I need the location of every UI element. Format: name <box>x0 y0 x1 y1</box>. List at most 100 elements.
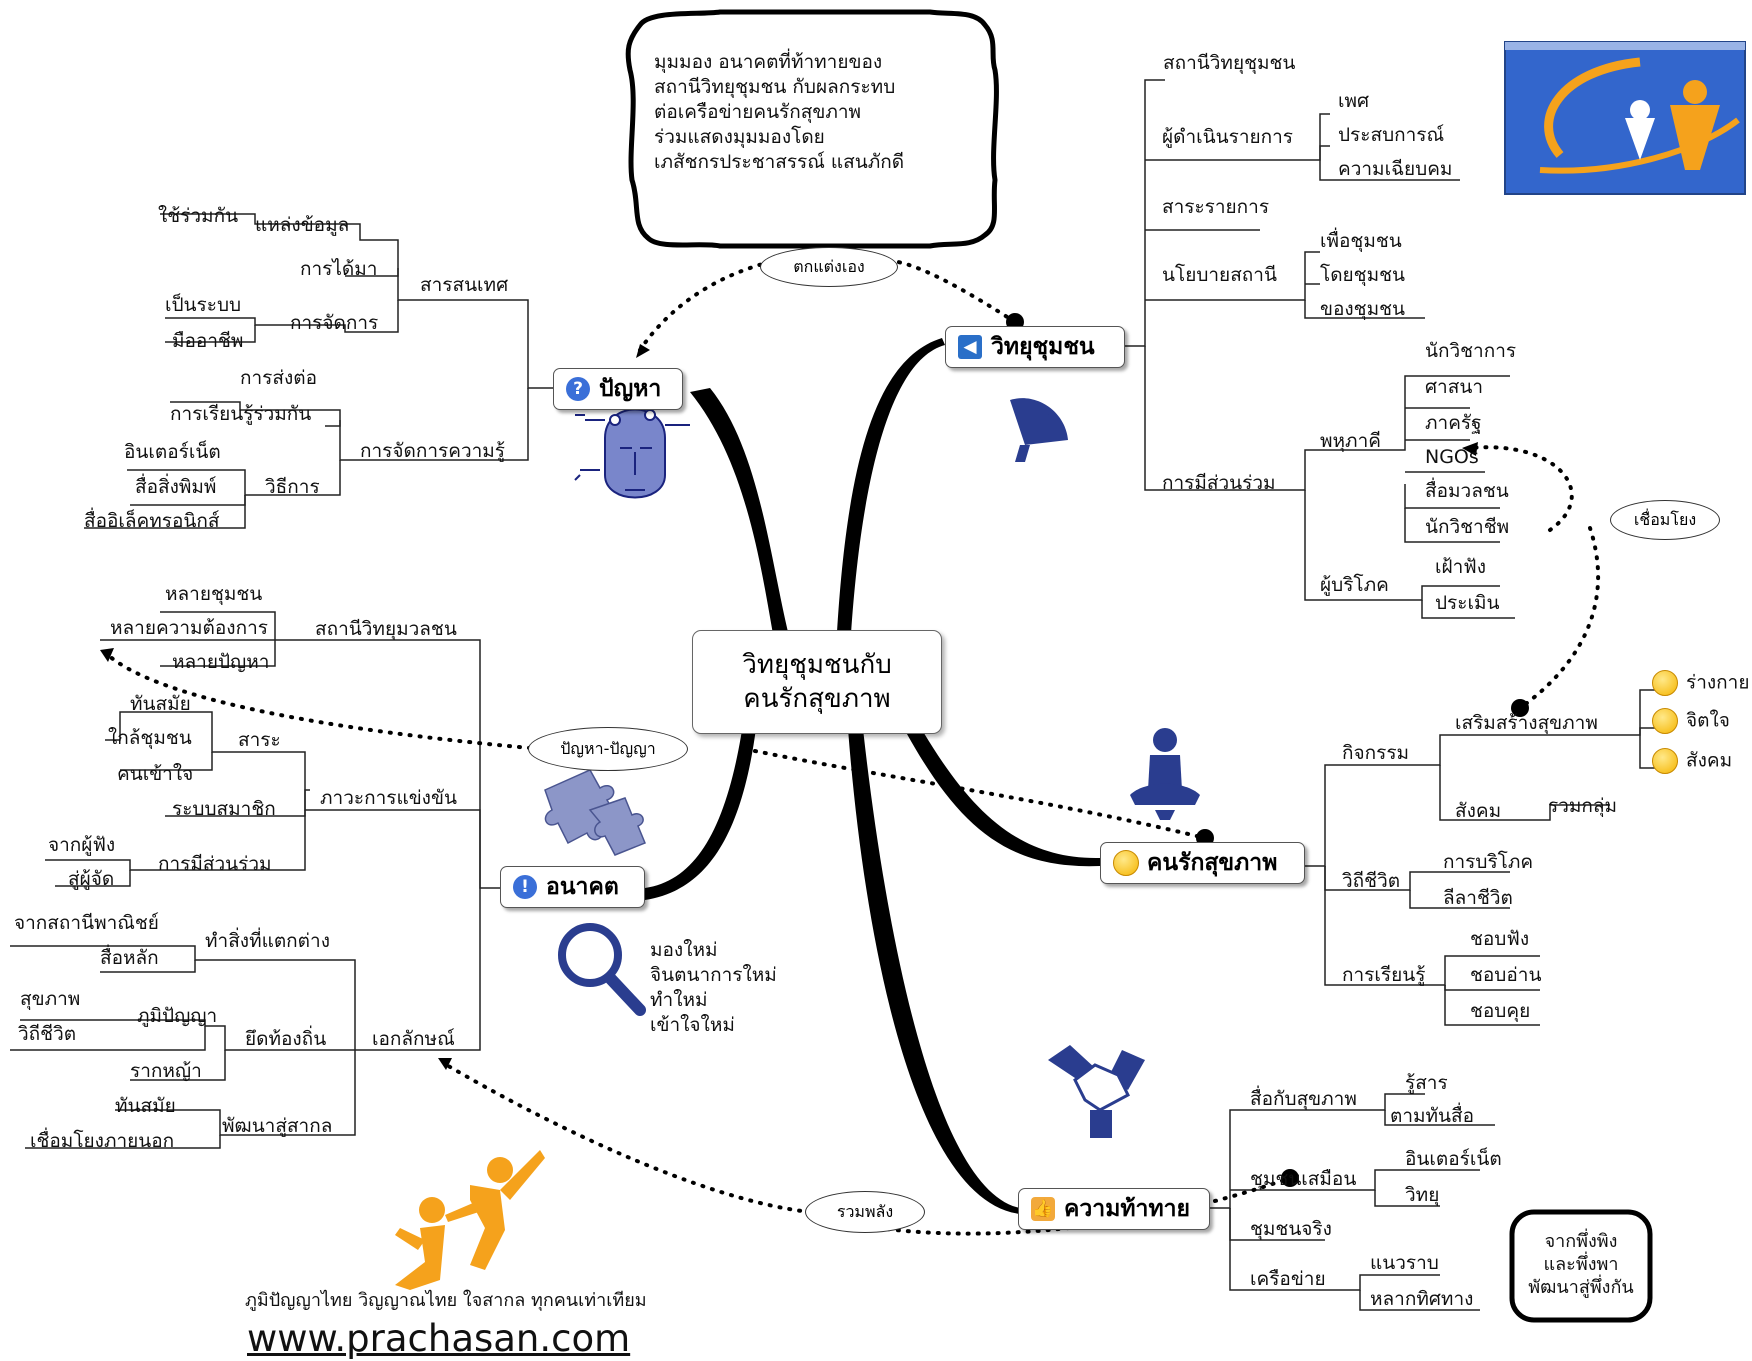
label-uptodate-2[interactable]: ทันสมัย <box>115 1095 176 1117</box>
label-like-listen[interactable]: ชอบฟัง <box>1470 928 1530 950</box>
label-group[interactable]: รวมกลุ่ม <box>1548 795 1618 817</box>
label-understand[interactable]: คนเข้าใจ <box>117 763 194 785</box>
label-professionals[interactable]: นักวิชาชีพ <box>1425 516 1510 538</box>
label-from-listener[interactable]: จากผู้ฟัง <box>48 834 116 856</box>
label-host[interactable]: ผู้ดำเนินรายการ <box>1162 126 1293 148</box>
top-note-frame <box>625 9 999 249</box>
label-consumers[interactable]: ผู้บริโภค <box>1320 574 1389 596</box>
label-religion[interactable]: ศาสนา <box>1425 376 1483 398</box>
relation-oval-4[interactable]: รวมพลัง <box>805 1191 925 1233</box>
label-substance[interactable]: สาระ <box>238 729 281 751</box>
label-ngos[interactable]: NGOs <box>1425 446 1479 468</box>
footer-url-link[interactable]: www.prachasan.com <box>247 1317 631 1360</box>
label-ch-internet[interactable]: อินเตอร์เน็ต <box>1405 1148 1502 1170</box>
label-print[interactable]: สื่อสิ่งพิมพ์ <box>135 476 217 498</box>
label-consume[interactable]: การบริโภค <box>1443 851 1534 873</box>
label-participation[interactable]: การมีส่วนร่วม <box>1162 472 1276 494</box>
label-systematic[interactable]: เป็นระบบ <box>165 294 242 316</box>
relation-oval-1[interactable]: ตกแต่งเอง <box>760 247 898 287</box>
label-mass-station[interactable]: สถานีวิทยุมวลชน <box>315 618 457 640</box>
label-mass-media[interactable]: สื่อมวลชน <box>1425 480 1509 502</box>
label-mainstream[interactable]: สื่อหลัก <box>100 947 159 969</box>
label-connect-out[interactable]: เชื่อมโยงภายนอก <box>30 1130 175 1152</box>
label-learning[interactable]: การเรียนรู้ <box>1342 964 1426 986</box>
label-partners[interactable]: พหุภาคี <box>1320 430 1381 452</box>
label-grassroots[interactable]: รากหญ้า <box>130 1060 202 1082</box>
label-membership[interactable]: ระบบสมาชิก <box>172 798 276 820</box>
label-activity[interactable]: กิจกรรม <box>1342 742 1410 764</box>
node-problem[interactable]: ? ปัญหา <box>553 368 683 410</box>
node-future[interactable]: ! อนาคต <box>500 866 645 908</box>
label-competition[interactable]: ภาวะการแข่งขัน <box>320 787 457 809</box>
label-state[interactable]: ภาครัฐ <box>1425 412 1482 434</box>
label-acquire[interactable]: การได้มา <box>300 258 378 280</box>
center-topic[interactable]: วิทยุชุมชนกับ คนรักสุขภาพ <box>692 630 942 734</box>
label-multi[interactable]: หลากทิศทาง <box>1370 1288 1474 1310</box>
label-ch-radio[interactable]: วิทยุ <box>1405 1184 1440 1206</box>
label-sex[interactable]: เพศ <box>1338 90 1370 112</box>
label-like-talk[interactable]: ชอบคุย <box>1470 1000 1531 1022</box>
label-internet[interactable]: อินเตอร์เน็ต <box>124 441 221 463</box>
label-network[interactable]: เครือข่าย <box>1250 1268 1326 1290</box>
relation-oval-2[interactable]: เชื่อมโยง <box>1610 500 1720 540</box>
label-fb-wisdom[interactable]: ภูมิปัญญา <box>137 1005 218 1027</box>
label-uptodate-1[interactable]: ทันสมัย <box>130 693 191 715</box>
label-know[interactable]: รู้สาร <box>1405 1072 1448 1094</box>
footer-slogan: ภูมิปัญญาไทย วิญญาณไทย ใจสากล ทุกคนเท่าเ… <box>245 1290 647 1311</box>
label-promote[interactable]: เสริมสร้างสุขภาพ <box>1455 712 1598 734</box>
label-sharpness[interactable]: ความเฉียบคม <box>1338 158 1453 180</box>
label-follow[interactable]: ตามทันสื่อ <box>1390 1105 1475 1127</box>
relation-oval-3[interactable]: ปัญหา-ปัญญา <box>528 727 688 771</box>
line-km <box>360 388 529 461</box>
label-horizontal[interactable]: แนวราบ <box>1370 1252 1439 1274</box>
label-from-commercial[interactable]: จากสถานีพาณิชย์ <box>14 912 159 934</box>
label-manage[interactable]: การจัดการ <box>290 312 379 334</box>
label-real[interactable]: ชุมชนจริง <box>1250 1218 1332 1240</box>
label-experience[interactable]: ประสบการณ์ <box>1338 124 1445 146</box>
label-media-health[interactable]: สื่อกับสุขภาพ <box>1250 1088 1357 1110</box>
label-policy[interactable]: นโยบายสถานี <box>1162 264 1277 286</box>
label-fb-lifestyle[interactable]: วิถีชีวิต <box>18 1023 77 1045</box>
label-colearn[interactable]: การเรียนรู้ร่วมกัน <box>170 403 312 425</box>
label-lifestyle2[interactable]: ลีลาชีวิต <box>1443 887 1513 909</box>
label-to-producer[interactable]: สู่ผู้จัด <box>68 868 115 890</box>
label-mind[interactable]: จิตใจ <box>1652 708 1730 734</box>
label-km[interactable]: การจัดการความรู้ <box>360 440 506 462</box>
label-station[interactable]: สถานีวิทยุชุมชน <box>1163 52 1296 74</box>
label-like-read[interactable]: ชอบอ่าน <box>1470 964 1542 986</box>
label-info-source[interactable]: แหล่งข้อมูล <box>255 214 350 236</box>
label-many-needs[interactable]: หลายความต้องการ <box>110 617 268 639</box>
label-evaluate[interactable]: ประเมิน <box>1435 592 1500 614</box>
node-radio[interactable]: ◀ วิทยุชุมชน <box>945 326 1125 368</box>
label-info[interactable]: สารสนเทศ <box>420 274 509 296</box>
label-society[interactable]: สังคม <box>1455 800 1502 822</box>
label-hb-lifestyle[interactable]: วิถีชีวิต <box>1342 870 1401 892</box>
label-content[interactable]: สาระรายการ <box>1162 196 1270 218</box>
label-by-comm[interactable]: โดยชุมชน <box>1320 264 1405 286</box>
megaphone-icon: ◀ <box>958 335 982 359</box>
label-global[interactable]: พัฒนาสู่สากล <box>222 1115 333 1137</box>
label-virtual[interactable]: ชุมชนเสมือน <box>1250 1168 1357 1190</box>
smiley-icon <box>1652 748 1678 774</box>
node-challenge[interactable]: 👍 ความท้าทาย <box>1018 1188 1210 1230</box>
label-body[interactable]: ร่างกาย <box>1652 670 1749 696</box>
label-near-comm[interactable]: ใกล้ชุมชน <box>108 727 192 749</box>
label-professional[interactable]: มืออาชีพ <box>172 330 244 352</box>
label-watch[interactable]: เฝ้าฟัง <box>1435 556 1487 578</box>
label-many-comm[interactable]: หลายชุมชน <box>165 583 263 605</box>
label-of-comm[interactable]: ของชุมชน <box>1320 298 1405 320</box>
label-fb-health[interactable]: สุขภาพ <box>20 988 81 1010</box>
label-share[interactable]: ใช้ร่วมกัน <box>158 205 239 227</box>
label-method[interactable]: วิธีการ <box>265 476 320 498</box>
label-local[interactable]: ยึดท้องถิ่น <box>245 1028 327 1050</box>
label-social[interactable]: สังคม <box>1652 748 1732 774</box>
label-academic[interactable]: นักวิชาการ <box>1425 340 1517 362</box>
label-transfer[interactable]: การส่งต่อ <box>240 367 318 389</box>
label-future-participation[interactable]: การมีส่วนร่วม <box>158 853 272 875</box>
label-for-comm[interactable]: เพื่อชุมชน <box>1320 230 1402 252</box>
node-health[interactable]: คนรักสุขภาพ <box>1100 842 1305 884</box>
label-many-problems[interactable]: หลายปัญหา <box>172 651 270 673</box>
label-different[interactable]: ทำสิ่งที่แตกต่าง <box>205 930 330 952</box>
label-identity[interactable]: เอกลักษณ์ <box>372 1028 455 1050</box>
label-electronic[interactable]: สื่ออิเล็คทรอนิกส์ <box>84 510 220 532</box>
